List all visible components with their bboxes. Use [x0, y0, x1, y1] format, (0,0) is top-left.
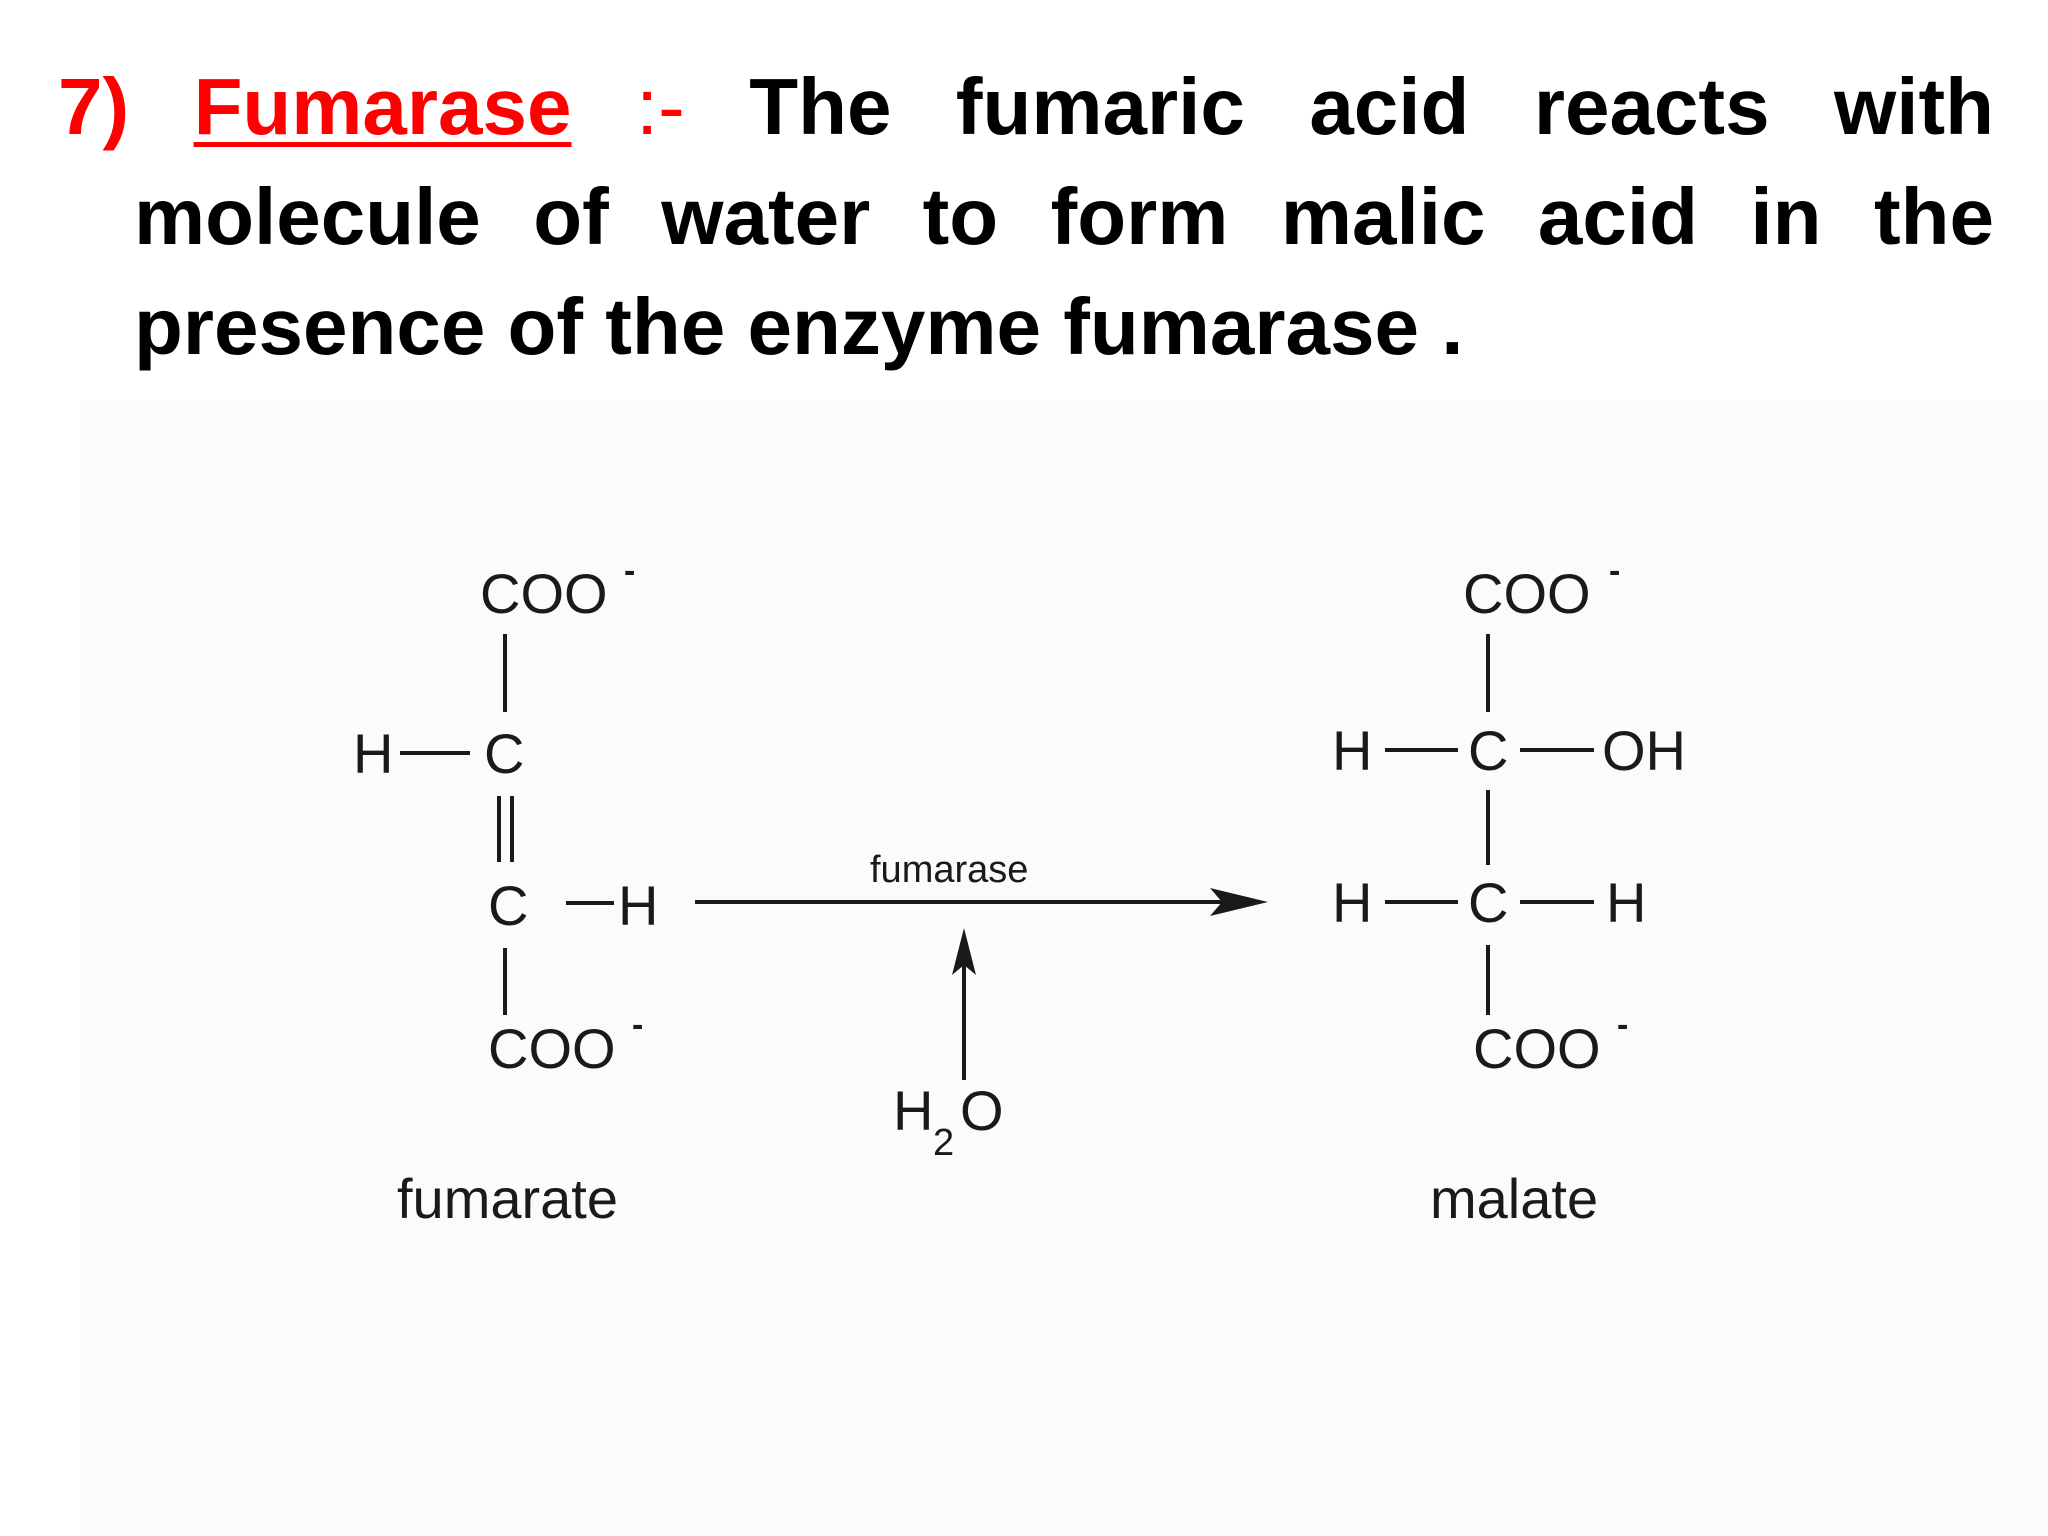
malate-c1: C	[1468, 719, 1508, 782]
malate-structure: COO - H C OH H C H COO - malate	[1332, 552, 1686, 1230]
enzyme-label: fumarase	[870, 849, 1028, 891]
malate-top-coo: COO	[1463, 562, 1591, 625]
malate-c2: C	[1468, 871, 1508, 934]
malate-h2-left: H	[1332, 871, 1372, 934]
water-arrowhead	[952, 928, 976, 975]
heading-line-1: 7) Fumarase :- The fumaric acid reacts w…	[58, 52, 1994, 162]
heading-word: in	[1750, 172, 1822, 261]
item-number: 7)	[58, 62, 130, 151]
heading-word: the	[1873, 172, 1994, 261]
reaction-arrow-group: fumarase H 2 O	[695, 849, 1268, 1164]
fumarate-bottom-charge: -	[632, 1006, 643, 1044]
malate-bottom-charge: -	[1617, 1006, 1628, 1044]
heading-word: water	[661, 172, 871, 261]
water-h: H	[893, 1079, 933, 1142]
reaction-arrowhead	[1210, 888, 1268, 916]
water-subscript: 2	[933, 1122, 954, 1164]
fumarate-c1: C	[484, 722, 524, 785]
malate-top-charge: -	[1609, 552, 1620, 590]
heading-line-2: molecule of water to form malic acid in …	[58, 162, 1994, 272]
heading-word: to	[922, 172, 999, 261]
fumarate-top-charge: -	[624, 552, 635, 590]
reaction-diagram-panel	[80, 400, 2048, 1536]
water-o: O	[960, 1079, 1004, 1142]
heading-word: acid	[1309, 62, 1470, 151]
fumarate-c2: C	[488, 874, 528, 937]
malate-oh: OH	[1602, 719, 1686, 782]
malate-h2-right: H	[1606, 871, 1646, 934]
fumarate-h-left: H	[353, 722, 393, 785]
heading-word: reacts	[1533, 62, 1770, 151]
malate-caption: malate	[1430, 1167, 1598, 1230]
heading-line-3: presence of the enzyme fumarase .	[58, 272, 1994, 382]
malate-h1: H	[1332, 719, 1372, 782]
heading-word: molecule	[134, 172, 481, 261]
enzyme-title: Fumarase	[193, 62, 572, 151]
fumarate-caption: fumarate	[397, 1167, 618, 1230]
heading-line-3-text: presence of the enzyme fumarase .	[134, 282, 1464, 371]
heading-word: acid	[1537, 172, 1698, 261]
heading-word: form	[1050, 172, 1229, 261]
heading-word: of	[533, 172, 609, 261]
heading-word: fumaric	[955, 62, 1245, 151]
heading-word: The	[749, 62, 892, 151]
heading-word: with	[1833, 62, 1994, 151]
fumarate-h-right: H	[618, 874, 658, 937]
malate-bottom-coo: COO	[1473, 1017, 1601, 1080]
heading-word: malic	[1280, 172, 1486, 261]
fumarate-bottom-coo: COO	[488, 1017, 616, 1080]
slide-heading: 7) Fumarase :- The fumaric acid reacts w…	[58, 52, 1994, 382]
title-separator: :-	[635, 62, 685, 151]
fumarate-top-coo: COO	[480, 562, 608, 625]
fumarate-structure: COO - H C C H COO - fumarate	[353, 552, 658, 1230]
